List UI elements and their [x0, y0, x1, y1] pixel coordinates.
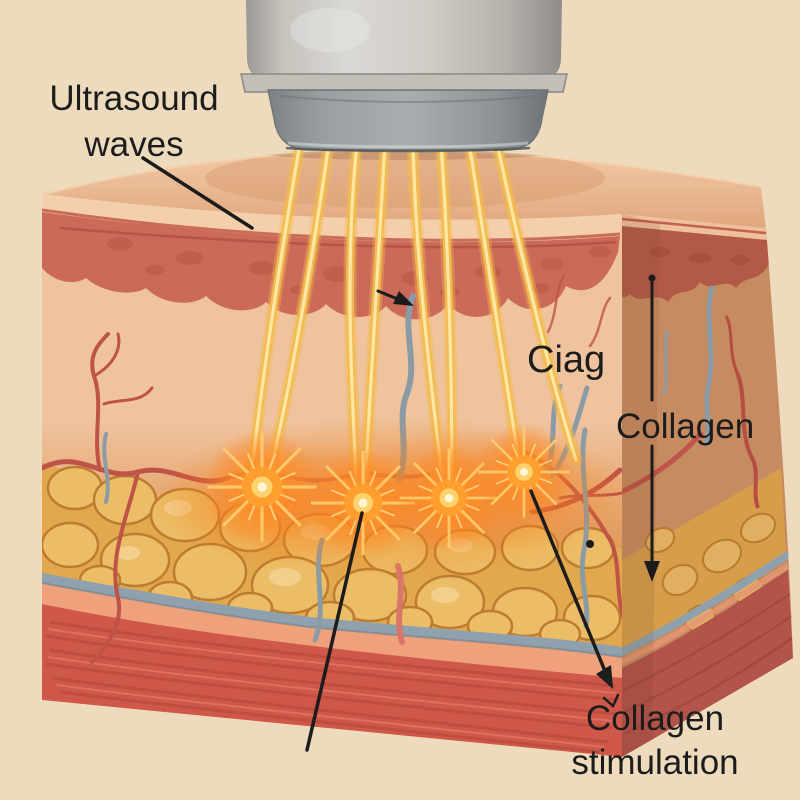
unlabeled-pointer-line	[305, 511, 364, 752]
side-muscle	[622, 570, 793, 757]
fascia-layer	[42, 573, 622, 658]
thermal-glow-zone	[145, 416, 645, 580]
ultrasound-transducer	[240, 0, 568, 153]
label-ultrasound-waves: Ultrasound waves	[49, 79, 219, 164]
side-dermis	[622, 226, 769, 302]
transducer-collar	[240, 73, 568, 93]
label-collagen: Collagen	[616, 407, 755, 446]
annotation-dot	[586, 540, 594, 548]
label-ciag: Ciag	[527, 339, 606, 381]
fiber-arrow	[376, 289, 414, 306]
transducer-body	[246, 0, 562, 80]
ultrasound-waves-pointer-line	[141, 156, 254, 230]
label-collagen-stimulation: Collagen stimulation	[571, 699, 739, 782]
focal-point-1	[201, 426, 323, 548]
focal-point-4	[473, 421, 575, 523]
collagen-stimulation-pointer	[529, 489, 620, 709]
collagen-arrow	[644, 274, 660, 582]
annotations	[141, 156, 660, 752]
